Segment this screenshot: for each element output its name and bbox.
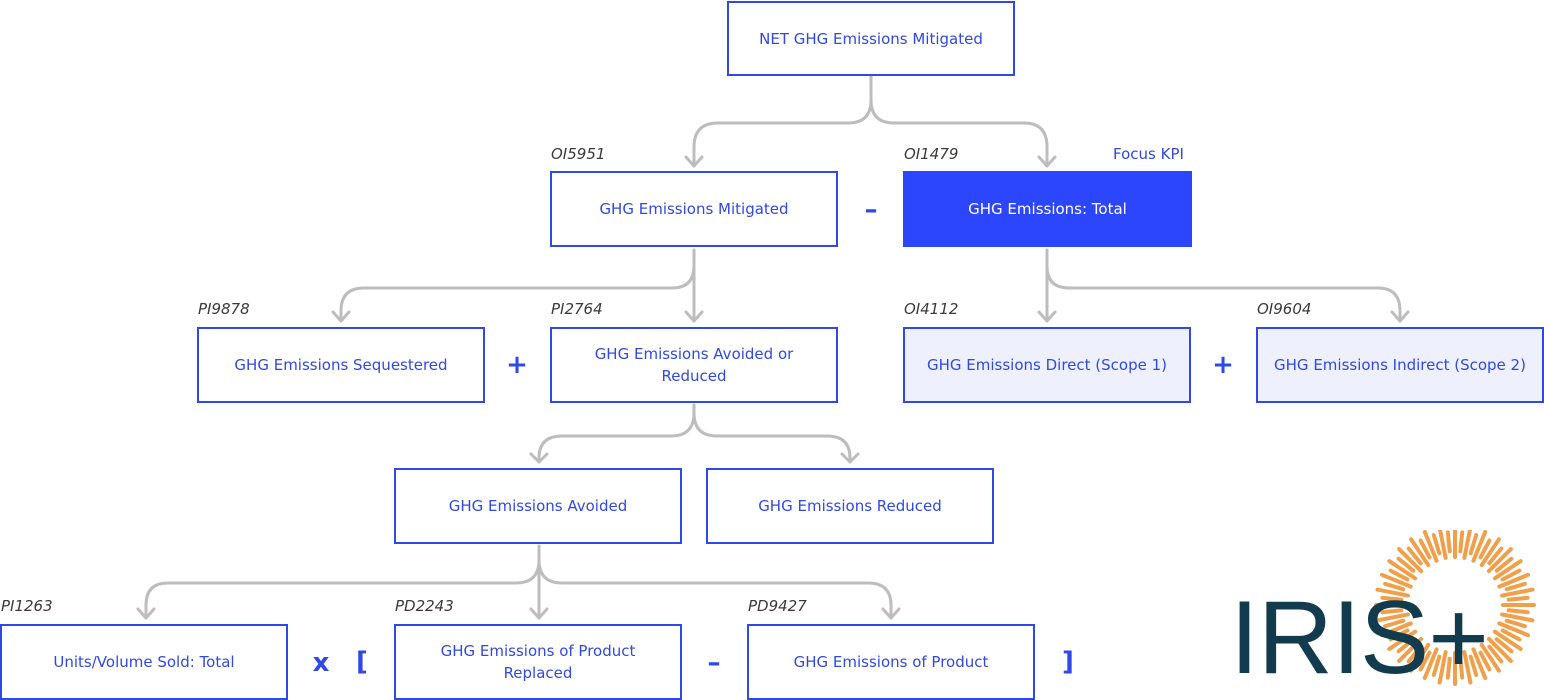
sunburst-ray: [1506, 595, 1530, 602]
code-pi1263: PI1263: [1, 597, 53, 615]
sunburst-ray: [1418, 538, 1432, 560]
sunburst-ray: [1462, 650, 1473, 685]
sunburst-ray: [1380, 621, 1413, 638]
sunburst-ray: [1431, 533, 1442, 556]
sunburst-ray: [1462, 530, 1472, 560]
sunburst-ray: [1497, 572, 1530, 589]
sunburst-ray: [1494, 637, 1514, 654]
node-ghg-emissions-direct-scope-1: GHG Emissions Direct (Scope 1): [903, 327, 1191, 403]
sunburst-ray: [1487, 546, 1504, 566]
sunburst-ray: [1438, 530, 1448, 560]
sunburst-ray: [1504, 618, 1527, 629]
open-bracket: [: [356, 647, 368, 677]
sunburst-ray: [1375, 587, 1410, 598]
sunburst-ray: [1422, 647, 1439, 680]
sunburst-ray: [1387, 559, 1418, 581]
sunburst-ray: [1409, 642, 1431, 673]
sunburst-ray: [1506, 608, 1530, 615]
minus-operator-bottom: –: [707, 648, 721, 678]
code-oi4112: OI4112: [904, 300, 959, 318]
sunburst-ray: [1437, 650, 1448, 685]
sunburst-ray: [1486, 547, 1513, 574]
sunburst-ray: [1383, 618, 1406, 629]
code-pd9427: PD9427: [748, 597, 807, 615]
sunburst-ray: [1458, 656, 1465, 680]
node-ghg-emissions-total: GHG Emissions: Total: [903, 171, 1192, 247]
sunburst-ray: [1500, 628, 1522, 642]
node-ghg-emissions-of-product-replaced: GHG Emissions of Product Replaced: [394, 624, 682, 700]
sunburst-ray: [1497, 621, 1530, 638]
sunburst-ray: [1375, 612, 1410, 623]
plus-operator-left: +: [506, 350, 528, 380]
iris-plus-logo-text: IRIS+: [1230, 580, 1489, 696]
sunburst-ray: [1479, 642, 1501, 673]
sunburst-ray: [1500, 568, 1522, 582]
code-pi2764: PI2764: [551, 300, 603, 318]
sunburst-ray: [1468, 533, 1479, 556]
code-oi9604: OI9604: [1257, 300, 1312, 318]
code-oi1479: OI1479: [904, 145, 959, 163]
node-ghg-emissions-avoided: GHG Emissions Avoided: [394, 468, 682, 544]
node-ghg-emissions-of-product: GHG Emissions of Product: [747, 624, 1035, 700]
sunburst-ray: [1458, 530, 1465, 554]
sunburst-ray: [1486, 636, 1513, 663]
sunburst-ray: [1406, 546, 1423, 566]
node-units-volume-sold-total: Units/Volume Sold: Total: [0, 624, 288, 700]
sunburst-ray: [1397, 547, 1424, 574]
sunburst-ray: [1418, 650, 1432, 672]
sunburst-ray: [1422, 530, 1439, 563]
sunburst-ray: [1479, 537, 1501, 568]
sunburst-ray: [1445, 656, 1452, 680]
sunburst-ray: [1492, 629, 1523, 651]
close-bracket: ]: [1062, 647, 1074, 677]
sunburst-ray: [1396, 637, 1416, 654]
sunburst-ray: [1478, 650, 1492, 672]
multiply-operator: x: [312, 648, 330, 678]
code-oi5951: OI5951: [551, 145, 606, 163]
focus-kpi-label: Focus KPI: [1113, 145, 1184, 163]
sunburst-ray: [1471, 647, 1488, 680]
sunburst-ray: [1388, 568, 1410, 582]
sunburst-ray: [1478, 538, 1492, 560]
sunburst-ray: [1406, 644, 1423, 664]
sunburst-ray: [1471, 530, 1488, 563]
sunburst-ray: [1409, 537, 1431, 568]
sunburst-ray: [1494, 556, 1514, 573]
plus-operator-right: +: [1212, 350, 1234, 380]
sunburst-ray: [1492, 559, 1523, 581]
sunburst-ray: [1397, 636, 1424, 663]
node-ghg-emissions-reduced: GHG Emissions Reduced: [706, 468, 994, 544]
sunburst-rays-icon: [1374, 530, 1536, 686]
sunburst-ray: [1396, 556, 1416, 573]
sunburst-ray: [1383, 581, 1406, 592]
sunburst-ray: [1487, 644, 1504, 664]
code-pd2243: PD2243: [395, 597, 454, 615]
sunburst-ray: [1500, 587, 1535, 598]
code-pi9878: PI9878: [198, 300, 250, 318]
minus-operator-top: –: [864, 195, 878, 225]
sunburst-ray: [1500, 612, 1535, 623]
sunburst-ray: [1504, 581, 1527, 592]
node-ghg-emissions-mitigated: GHG Emissions Mitigated: [550, 171, 838, 247]
iris-plus-logo: IRIS+: [1228, 530, 1544, 700]
node-ghg-emissions-indirect-scope-2: GHG Emissions Indirect (Scope 2): [1256, 327, 1544, 403]
node-net-ghg-emissions-mitigated: NET GHG Emissions Mitigated: [727, 1, 1015, 76]
sunburst-ray: [1380, 595, 1404, 602]
sunburst-ray: [1431, 654, 1442, 677]
node-ghg-emissions-sequestered: GHG Emissions Sequestered: [197, 327, 485, 403]
sunburst-ray: [1380, 572, 1413, 589]
sunburst-ray: [1388, 628, 1410, 642]
sunburst-ray: [1387, 629, 1418, 651]
sunburst-ray: [1380, 608, 1404, 615]
sunburst-ray: [1468, 654, 1479, 677]
node-ghg-emissions-avoided-or-reduced: GHG Emissions Avoided or Reduced: [550, 327, 838, 403]
sunburst-ray: [1445, 530, 1452, 554]
